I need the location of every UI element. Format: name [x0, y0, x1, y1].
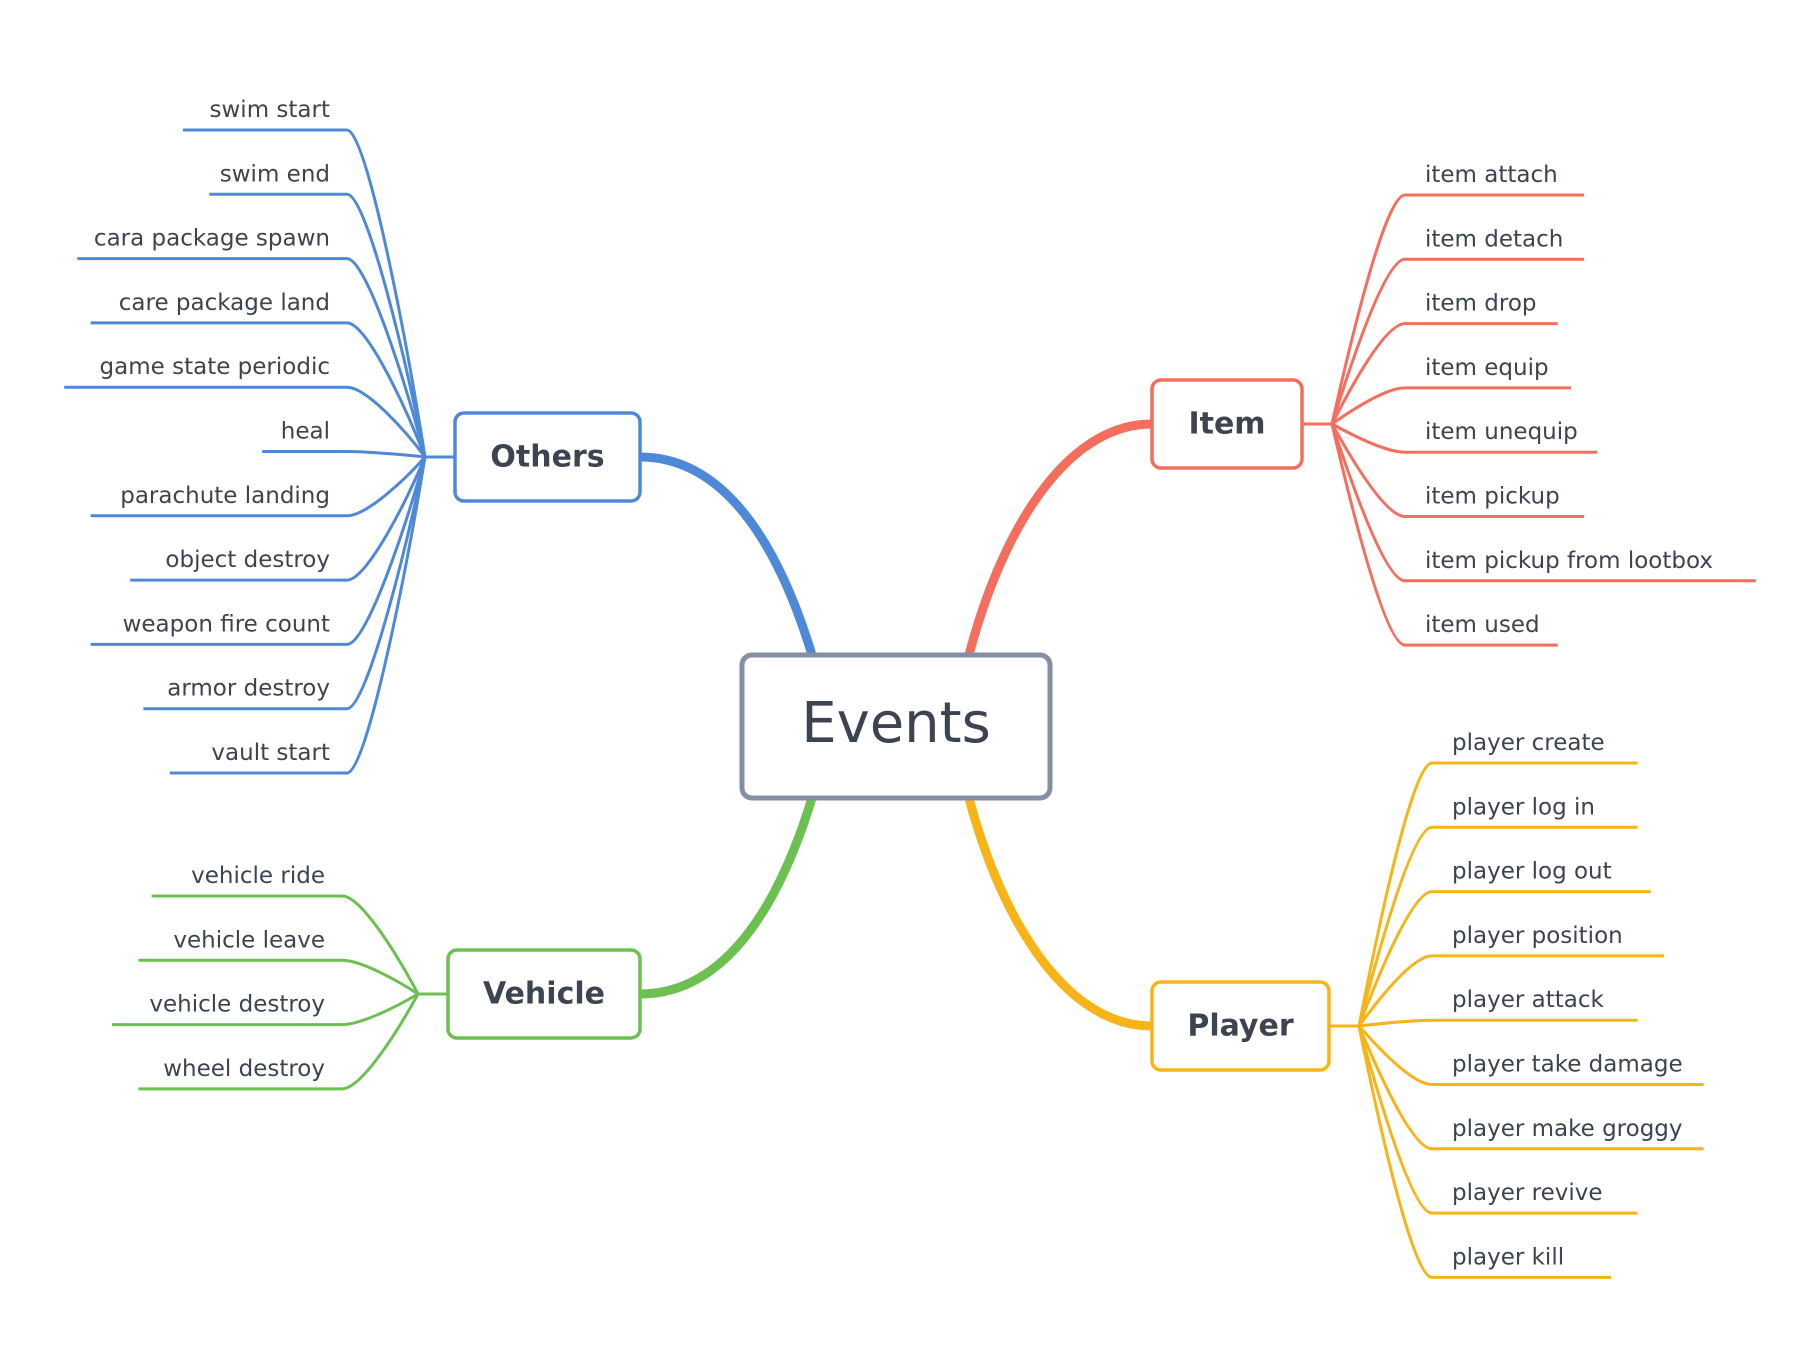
leaf-connector	[346, 257, 427, 458]
leaf-connector	[341, 992, 419, 1027]
root-node[interactable]: Events	[739, 652, 1053, 801]
branch-node-item[interactable]: Item	[1150, 378, 1304, 470]
leaf-player-3[interactable]: player position	[1452, 923, 1623, 949]
leaf-player-1[interactable]: player log in	[1452, 794, 1595, 820]
leaf-others-10[interactable]: vault start	[211, 740, 330, 766]
leaf-connector	[341, 958, 419, 996]
leaf-connector	[1330, 257, 1406, 425]
branch-box-player	[1150, 980, 1331, 1072]
leaf-others-1[interactable]: swim end	[220, 161, 330, 187]
leaf-others-6[interactable]: parachute landing	[120, 483, 330, 509]
leaf-others-3[interactable]: care package land	[119, 290, 330, 316]
branch-node-others[interactable]: Others	[453, 411, 642, 503]
leaf-vehicle-2[interactable]: vehicle destroy	[149, 992, 325, 1018]
leaf-item-4[interactable]: item unequip	[1425, 419, 1578, 445]
leaf-player-0[interactable]: player create	[1452, 730, 1605, 756]
leaf-connector	[1330, 423, 1406, 583]
leaf-connector	[346, 450, 426, 459]
leaf-connector	[341, 993, 420, 1091]
leaf-connector	[1330, 322, 1406, 425]
connector-root-player	[964, 793, 1157, 1031]
leaf-connector	[1357, 1025, 1433, 1086]
leaf-connector	[1357, 1025, 1433, 1215]
leaf-item-2[interactable]: item drop	[1425, 291, 1537, 317]
leaf-connector	[1358, 1018, 1433, 1028]
leaf-connector	[1330, 423, 1406, 647]
leaf-connector	[1357, 825, 1433, 1027]
leaf-others-4[interactable]: game state periodic	[100, 354, 330, 380]
leaf-connector	[346, 456, 427, 518]
leaf-vehicle-1[interactable]: vehicle leave	[173, 927, 325, 953]
leaf-others-2[interactable]: cara package spawn	[94, 226, 330, 252]
leaf-others-7[interactable]: object destroy	[165, 547, 330, 573]
leaf-connector	[1357, 890, 1433, 1027]
leaf-connector	[346, 192, 427, 458]
leaf-player-4[interactable]: player attack	[1452, 987, 1604, 1013]
branch-box-item	[1150, 378, 1304, 470]
leaf-connector	[346, 385, 427, 458]
leaf-connector	[346, 456, 427, 646]
leaf-item-6[interactable]: item pickup from lootbox	[1425, 548, 1713, 574]
leaf-player-2[interactable]: player log out	[1452, 859, 1612, 885]
leaf-connector	[346, 321, 427, 458]
connector-root-item	[964, 419, 1157, 660]
leaf-player-8[interactable]: player kill	[1452, 1244, 1564, 1270]
leaf-connector	[341, 894, 420, 995]
branch-label-item: Item	[1188, 407, 1265, 442]
leaf-connector	[1331, 386, 1406, 426]
connector-root-vehicle	[635, 793, 817, 999]
leaf-connector	[1357, 954, 1433, 1027]
branch-label-player: Player	[1187, 1009, 1293, 1044]
leaf-item-3[interactable]: item equip	[1425, 355, 1549, 381]
leaf-vehicle-3[interactable]: wheel destroy	[163, 1056, 325, 1082]
leaf-others-9[interactable]: armor destroy	[167, 676, 330, 702]
leaf-connector	[346, 456, 427, 582]
leaf-connector	[346, 456, 427, 775]
leaf-connector	[1357, 1025, 1433, 1279]
branch-box-vehicle	[446, 948, 642, 1040]
leaf-connector	[1331, 422, 1406, 454]
leaf-connector	[346, 456, 427, 711]
branch-label-others: Others	[490, 440, 604, 475]
branch-node-vehicle[interactable]: Vehicle	[446, 948, 642, 1040]
leaf-item-7[interactable]: item used	[1425, 612, 1540, 638]
leaf-nodes: swim start swim end cara package spawn care…	[64, 97, 1756, 1279]
leaf-player-6[interactable]: player make groggy	[1452, 1116, 1683, 1142]
leaf-player-7[interactable]: player revive	[1452, 1180, 1602, 1206]
leaf-connector	[1357, 1025, 1433, 1151]
leaf-item-0[interactable]: item attach	[1425, 162, 1558, 188]
leaf-item-1[interactable]: item detach	[1425, 226, 1563, 252]
leaf-connector	[1330, 423, 1406, 518]
connector-root-others	[635, 452, 817, 660]
branch-box-others	[453, 411, 642, 503]
leaf-connector	[1330, 193, 1406, 425]
root-label: Events	[801, 691, 991, 756]
leaf-vehicle-0[interactable]: vehicle ride	[191, 863, 325, 889]
leaf-others-8[interactable]: weapon fire count	[123, 611, 330, 637]
branch-node-player[interactable]: Player	[1150, 980, 1331, 1072]
leaf-player-5[interactable]: player take damage	[1452, 1052, 1683, 1078]
leaf-others-0[interactable]: swim start	[210, 97, 330, 123]
leaf-connector	[346, 128, 427, 458]
branch-connectors	[341, 128, 1433, 1279]
leaf-connector	[1357, 761, 1433, 1027]
branch-label-vehicle: Vehicle	[483, 977, 605, 1012]
leaf-others-5[interactable]: heal	[281, 419, 330, 445]
leaf-item-5[interactable]: item pickup	[1425, 484, 1560, 510]
